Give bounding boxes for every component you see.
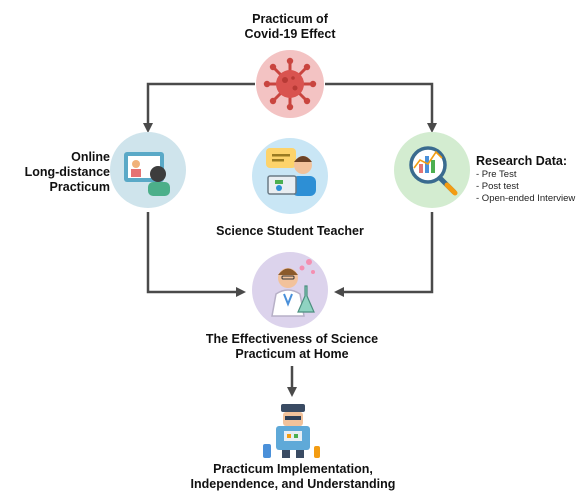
magnifier-chart-icon xyxy=(409,146,458,196)
robot-icon xyxy=(263,404,320,458)
effectiveness-node xyxy=(252,252,328,328)
outcome-label-line-1: Practicum Implementation, xyxy=(213,462,373,476)
online-label-line-3: Practicum xyxy=(49,180,110,194)
research-node-label: Research Data: - Pre Test - Post test - … xyxy=(476,154,582,205)
video-call-icon xyxy=(124,152,170,196)
outcome-label-line-2: Independence, and Understanding xyxy=(190,477,396,491)
online-node-label: Online Long-distance Practicum xyxy=(12,150,110,195)
connectors xyxy=(143,82,437,397)
teacher-label-line-1: Science Student Teacher xyxy=(216,224,364,238)
covid-node-label: Practicum of Covid-19 Effect xyxy=(210,12,370,42)
online-label-line-1: Online xyxy=(71,150,110,164)
online-node xyxy=(110,132,186,208)
covid-node xyxy=(256,50,324,118)
arrow-online-to-effectiveness xyxy=(146,212,246,297)
teacher-node-label: Science Student Teacher xyxy=(190,224,390,239)
teacher-node xyxy=(252,138,328,214)
arrow-covid-to-online xyxy=(143,82,255,133)
research-title: Research Data: xyxy=(476,154,568,168)
teacher-icon xyxy=(266,148,316,196)
effectiveness-label-line-1: The Effectiveness of Science xyxy=(205,332,379,346)
arrow-covid-to-research xyxy=(325,82,437,133)
research-item-2: - Post test xyxy=(476,181,519,192)
scientist-icon xyxy=(271,259,315,317)
research-item-1: - Pre Test xyxy=(476,169,517,180)
arrow-research-to-effectiveness xyxy=(334,212,434,297)
research-item-3: - Open-ended Interview xyxy=(476,193,576,204)
online-label-line-2: Long-distance xyxy=(24,165,110,179)
effectiveness-label-line-2: Practicum at Home xyxy=(235,347,349,361)
effectiveness-node-label: The Effectiveness of Science Practicum a… xyxy=(160,332,424,362)
outcome-node-label: Practicum Implementation, Independence, … xyxy=(150,462,436,492)
research-node xyxy=(394,132,470,208)
covid-label-line-1: Practicum of xyxy=(252,12,328,26)
covid-label-line-2: Covid-19 Effect xyxy=(244,27,336,41)
virus-icon xyxy=(263,57,317,111)
